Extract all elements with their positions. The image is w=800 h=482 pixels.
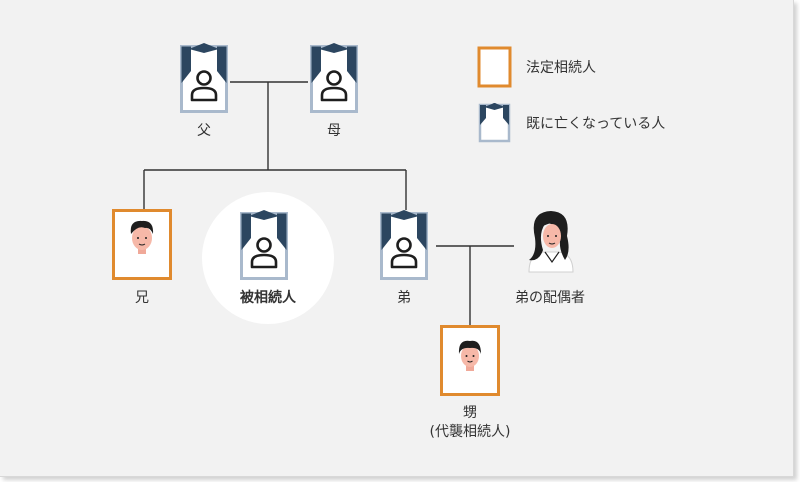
mother-label: 母 (327, 123, 341, 139)
deceased-label: 被相続人 (240, 290, 296, 306)
nephew-note-label: (代襲相続人) (429, 424, 511, 440)
father-memorial-frame (180, 41, 228, 113)
nephew-label: 甥 (463, 405, 477, 421)
younger-brother-label: 弟 (397, 290, 411, 306)
diagram-graphics (112, 41, 574, 396)
elder-brother-label: 兄 (135, 290, 149, 306)
brothers-spouse-portrait (528, 211, 574, 273)
legend-deceased-label: 既に亡くなっている人 (526, 116, 666, 132)
connector-lines (143, 81, 514, 325)
legend-deceased-icon (478, 103, 511, 143)
mother-memorial-frame (310, 41, 358, 113)
legend-heir-icon (477, 46, 512, 88)
legend-heir-label: 法定相続人 (526, 60, 596, 76)
deceased-memorial-frame (240, 208, 288, 280)
younger-brother-memorial-frame (380, 208, 428, 280)
elder-brother-portrait (112, 209, 172, 280)
nephew-portrait (440, 325, 500, 396)
brothers-spouse-label: 弟の配偶者 (515, 290, 585, 306)
father-label: 父 (197, 123, 211, 139)
